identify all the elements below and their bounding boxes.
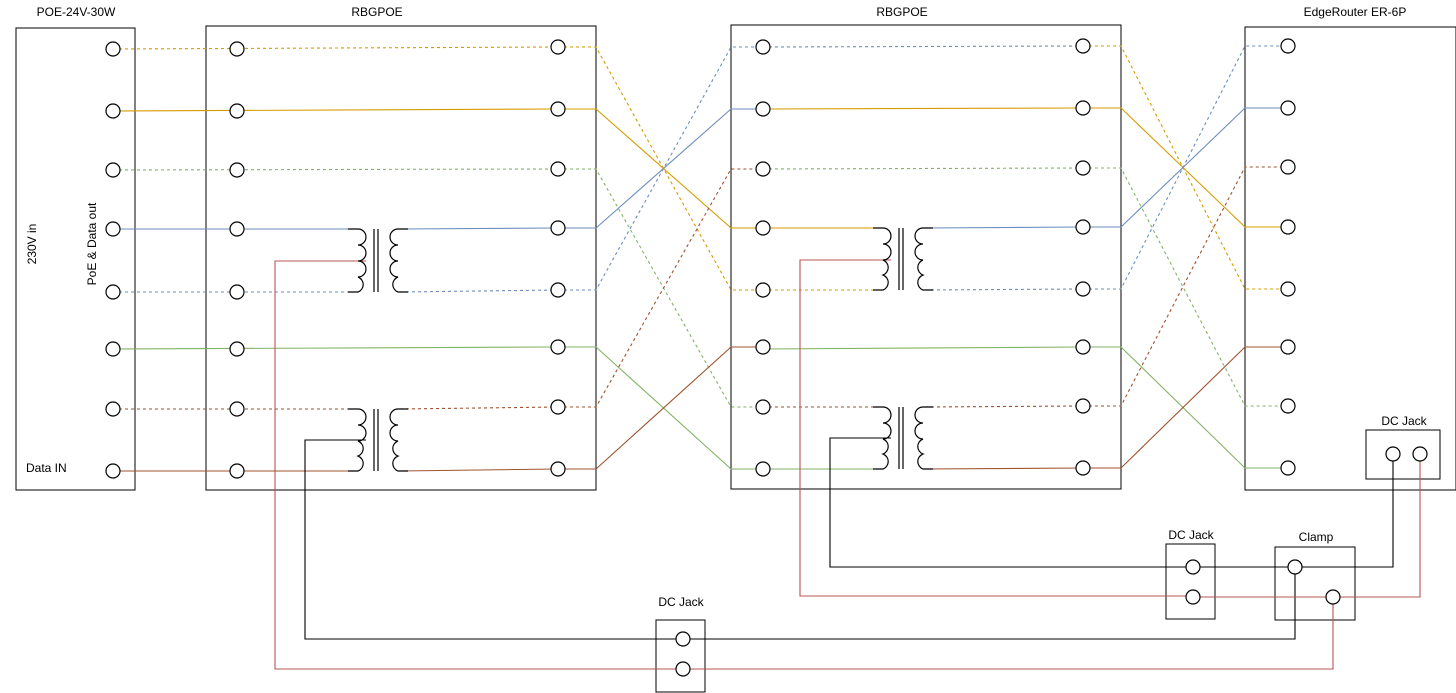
terminal bbox=[755, 39, 771, 55]
terminal bbox=[229, 162, 245, 178]
clamp-box bbox=[1274, 546, 1356, 621]
terminal bbox=[1075, 398, 1091, 414]
terminal bbox=[755, 220, 771, 236]
terminal bbox=[229, 41, 245, 57]
rbgpoe-2-label: RBGPOE bbox=[876, 5, 927, 19]
terminal bbox=[755, 101, 771, 117]
terminal bbox=[755, 399, 771, 415]
terminal bbox=[229, 401, 245, 417]
terminal bbox=[105, 41, 121, 57]
wires-crossover-2 bbox=[1083, 45, 1288, 469]
transformer-rbgpoe2-upper bbox=[873, 227, 933, 291]
terminal bbox=[1280, 219, 1296, 235]
terminal bbox=[1185, 589, 1201, 605]
wires-crossover-1 bbox=[558, 46, 763, 470]
transformer-rbgpoe1-lower bbox=[348, 408, 408, 472]
router-dc-jack-box bbox=[1365, 429, 1441, 480]
terminal bbox=[1280, 398, 1296, 414]
rbgpoe-2-box bbox=[730, 24, 1122, 490]
terminal bbox=[550, 282, 566, 298]
data-in-label: Data IN bbox=[26, 461, 67, 475]
terminal bbox=[105, 221, 121, 237]
terminal bbox=[105, 284, 121, 300]
dc-jack-mid-label: DC Jack bbox=[1168, 528, 1214, 542]
rbgpoe-1-label: RBGPOE bbox=[351, 5, 402, 19]
terminal bbox=[1280, 38, 1296, 54]
terminal bbox=[755, 282, 771, 298]
terminals-rbgpoe2-right bbox=[1075, 38, 1091, 476]
dc-jack-router-label: DC Jack bbox=[1381, 414, 1427, 428]
terminals-rbgpoe2-left bbox=[755, 39, 771, 477]
terminal bbox=[105, 103, 121, 119]
terminal bbox=[1280, 460, 1296, 476]
terminal bbox=[675, 631, 691, 647]
terminal bbox=[1185, 559, 1201, 575]
terminals-rbgpoe1-left bbox=[229, 41, 245, 479]
terminal bbox=[550, 220, 566, 236]
dc-jack-bottom-box bbox=[655, 619, 706, 693]
terminal bbox=[1280, 100, 1296, 116]
rbgpoe-1-box bbox=[205, 25, 597, 491]
transformer-rbgpoe2-lower bbox=[873, 406, 933, 470]
terminals-router bbox=[1280, 38, 1296, 476]
terminal bbox=[1385, 446, 1401, 462]
terminal bbox=[105, 401, 121, 417]
terminal bbox=[1287, 559, 1303, 575]
terminal bbox=[675, 661, 691, 677]
dc-jack-bottom-label: DC Jack bbox=[658, 595, 704, 609]
terminal bbox=[1075, 160, 1091, 176]
terminal bbox=[1075, 281, 1091, 297]
dc-power-wiring bbox=[274, 259, 1421, 670]
terminal bbox=[1075, 38, 1091, 54]
wires-rbgpoe2 bbox=[762, 45, 1084, 470]
terminal bbox=[229, 463, 245, 479]
terminal bbox=[1075, 219, 1091, 235]
terminal bbox=[550, 461, 566, 477]
poe-injector-label: POE-24V-30W bbox=[37, 5, 116, 19]
terminal bbox=[1280, 281, 1296, 297]
terminal bbox=[1075, 100, 1091, 116]
transformer-rbgpoe1-upper bbox=[348, 228, 408, 293]
terminal bbox=[755, 461, 771, 477]
terminal bbox=[105, 341, 121, 357]
terminals-rbgpoe1-right bbox=[550, 39, 566, 477]
terminal bbox=[550, 101, 566, 117]
router-label: EdgeRouter ER-6P bbox=[1304, 5, 1407, 19]
terminal bbox=[755, 339, 771, 355]
terminal bbox=[1280, 339, 1296, 355]
router-box bbox=[1244, 26, 1456, 491]
terminals-dc bbox=[675, 446, 1428, 677]
power-in-label: 230V in bbox=[25, 224, 39, 265]
terminal bbox=[1325, 589, 1341, 605]
terminal bbox=[755, 161, 771, 177]
terminal bbox=[229, 284, 245, 300]
terminals-poe-injector bbox=[105, 41, 121, 479]
terminal bbox=[550, 161, 566, 177]
terminal bbox=[550, 399, 566, 415]
clamp-label: Clamp bbox=[1299, 530, 1334, 544]
terminal bbox=[1075, 339, 1091, 355]
terminal bbox=[1280, 159, 1296, 175]
terminal bbox=[229, 221, 245, 237]
terminal bbox=[229, 103, 245, 119]
terminal bbox=[550, 339, 566, 355]
dc-jack-mid-box bbox=[1165, 543, 1216, 620]
poe-data-out-label: PoE & Data out bbox=[85, 202, 99, 285]
terminal bbox=[229, 341, 245, 357]
terminal bbox=[1075, 460, 1091, 476]
terminal bbox=[105, 162, 121, 178]
terminal bbox=[550, 39, 566, 55]
terminal bbox=[1412, 446, 1428, 462]
terminal bbox=[105, 463, 121, 479]
